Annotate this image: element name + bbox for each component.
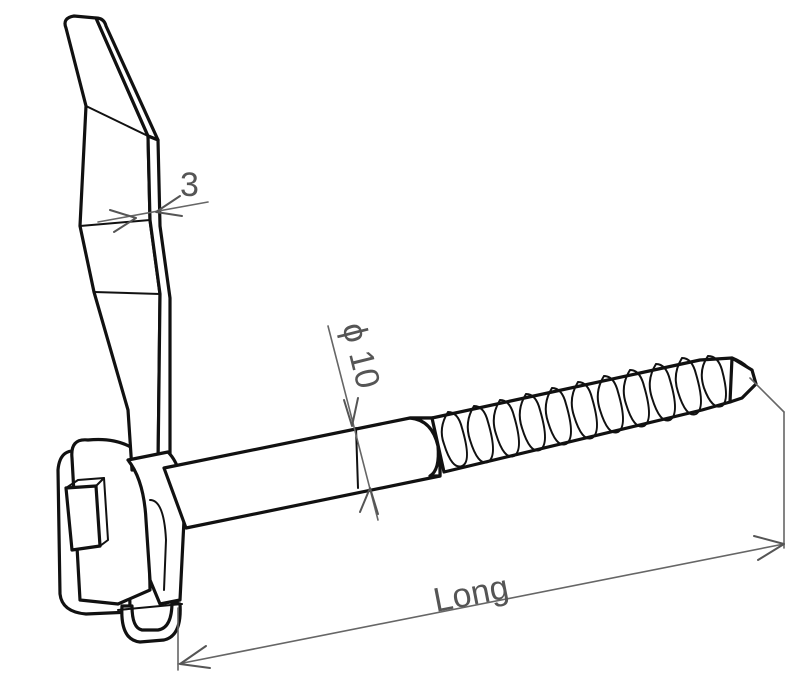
thickness-label: 3 — [180, 166, 199, 204]
base-plate — [56, 437, 152, 616]
hinge-knuckle — [117, 450, 186, 644]
bolt-shank — [162, 416, 442, 530]
length-label: Long — [430, 568, 512, 620]
hook-strap — [63, 14, 172, 472]
thickness-dimension: 3 — [97, 166, 209, 233]
bolt-thread — [430, 355, 758, 474]
